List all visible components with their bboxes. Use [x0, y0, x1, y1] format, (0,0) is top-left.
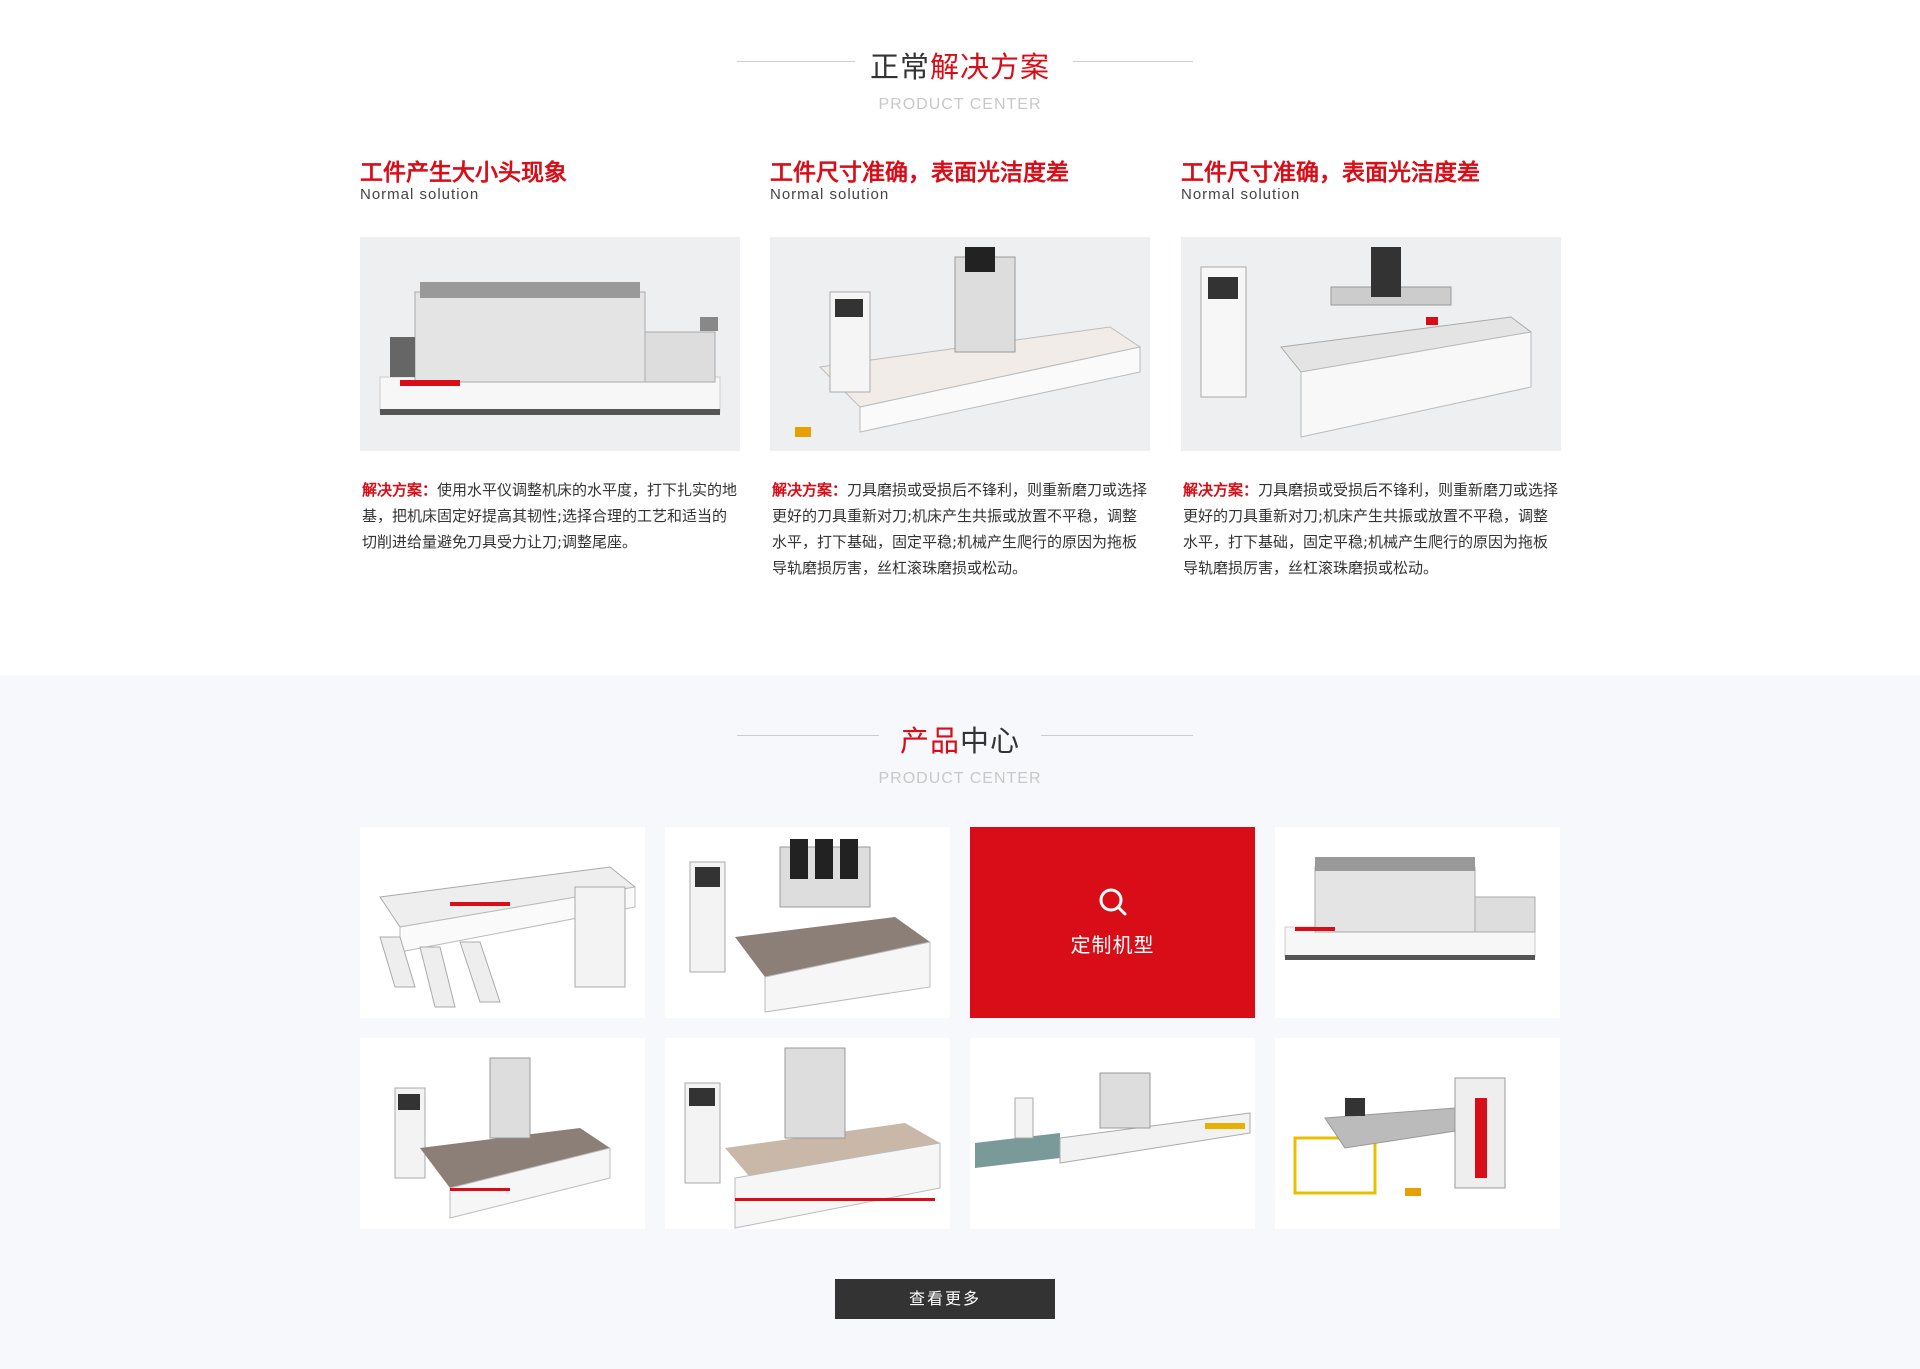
product-tile-edge-bander[interactable] — [1275, 827, 1560, 1018]
title-divider-right — [1041, 735, 1193, 736]
product-tile-cnc-multi[interactable] — [665, 1038, 950, 1229]
product-tile-cnc-single[interactable] — [360, 1038, 645, 1229]
solution-text: 解决方案：刀具磨损或受损后不锋利，则重新磨刀或选择更好的刀具重新对刀;机床产生共… — [1183, 481, 1559, 577]
title-divider-left — [737, 735, 879, 736]
product-tile-production-line[interactable] — [970, 1038, 1255, 1229]
edge-banding-machine-image — [360, 237, 740, 451]
custom-machine-tile[interactable]: 定制机型 — [970, 827, 1255, 1018]
solution-card: 工件尺寸准确，表面光洁度差 Normal solution 解决方案：刀具磨损或… — [1181, 158, 1561, 581]
section-title: 正常解决方案 — [869, 50, 1051, 84]
solution-text: 解决方案：使用水平仪调整机床的水平度，打下扎实的地基，把机床固定好提高其韧性;选… — [362, 481, 738, 551]
solution-card: 工件产生大小头现象 Normal solution 解决方案：使用水平仪调整机床… — [360, 158, 740, 555]
solution-title: 工件尺寸准确，表面光洁度差 — [770, 160, 1069, 186]
solution-subtitle: Normal solution — [770, 186, 890, 203]
multi-head-cnc-machine-image — [1181, 237, 1561, 451]
cnc-router-machine-image — [770, 237, 1150, 451]
product-center-section — [0, 675, 1920, 1369]
product-tile-cnc-router[interactable] — [665, 827, 950, 1018]
product-tile-panel-saw[interactable] — [360, 827, 645, 1018]
solutions-header: 正常解决方案 PRODUCT CENTER — [0, 44, 1920, 114]
section-title: 产品中心 — [899, 724, 1021, 758]
section-subtitle: PRODUCT CENTER — [878, 96, 1042, 113]
title-divider-left — [737, 61, 855, 62]
section-subtitle: PRODUCT CENTER — [878, 770, 1042, 787]
solution-title: 工件尺寸准确，表面光洁度差 — [1181, 160, 1480, 186]
solution-text: 解决方案：刀具磨损或受损后不锋利，则重新磨刀或选择更好的刀具重新对刀;机床产生共… — [772, 481, 1148, 577]
solution-subtitle: Normal solution — [1181, 186, 1301, 203]
product-tile-drilling-center[interactable] — [1275, 1038, 1560, 1229]
solution-title: 工件产生大小头现象 — [360, 160, 567, 186]
solution-subtitle: Normal solution — [360, 186, 480, 203]
products-header: 产品中心 PRODUCT CENTER — [0, 718, 1920, 788]
title-divider-right — [1073, 61, 1193, 62]
view-more-button[interactable]: 查看更多 — [835, 1279, 1055, 1319]
custom-machine-label: 定制机型 — [1070, 933, 1155, 957]
solution-card: 工件尺寸准确，表面光洁度差 Normal solution 解决方案：刀具磨损或… — [770, 158, 1150, 581]
search-icon — [1099, 888, 1126, 916]
